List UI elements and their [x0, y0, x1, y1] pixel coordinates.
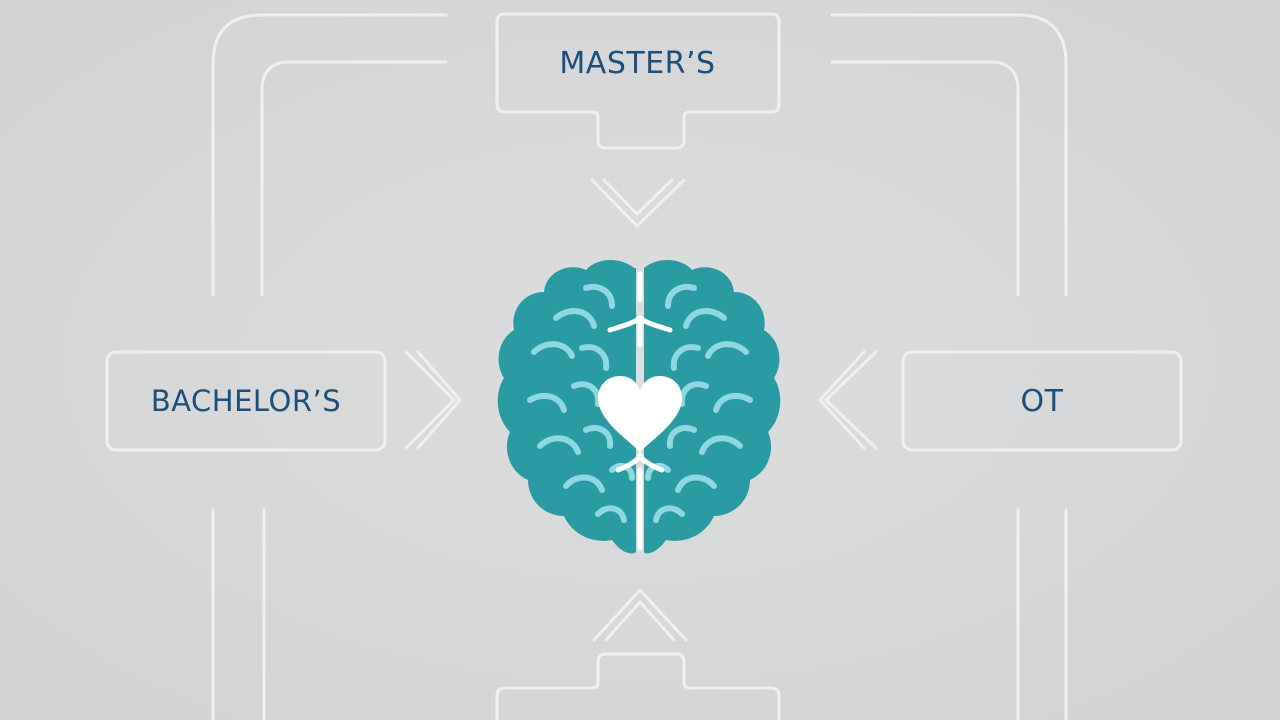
connector-top-right-inner — [830, 60, 1020, 297]
node-label-ot: OT — [1020, 383, 1064, 419]
node-label-bachelors: BACHELOR’S — [150, 384, 342, 418]
node-box-bottom — [495, 652, 781, 720]
node-box-left — [105, 350, 387, 452]
brain-heart-icon — [497, 259, 781, 554]
arrow-top-down — [590, 178, 686, 228]
heart-icon — [598, 376, 682, 452]
connector-top-left-outer — [211, 13, 448, 297]
node-box-right — [901, 350, 1183, 452]
arrow-right-left — [818, 350, 878, 450]
node-label-masters: MASTER’S — [559, 45, 716, 81]
arrow-bottom-up — [592, 588, 688, 642]
node-box-top — [495, 12, 781, 150]
connector-top-left-inner — [260, 60, 448, 297]
connector-top-right-outer — [830, 13, 1068, 297]
arrow-left-right — [404, 350, 462, 450]
